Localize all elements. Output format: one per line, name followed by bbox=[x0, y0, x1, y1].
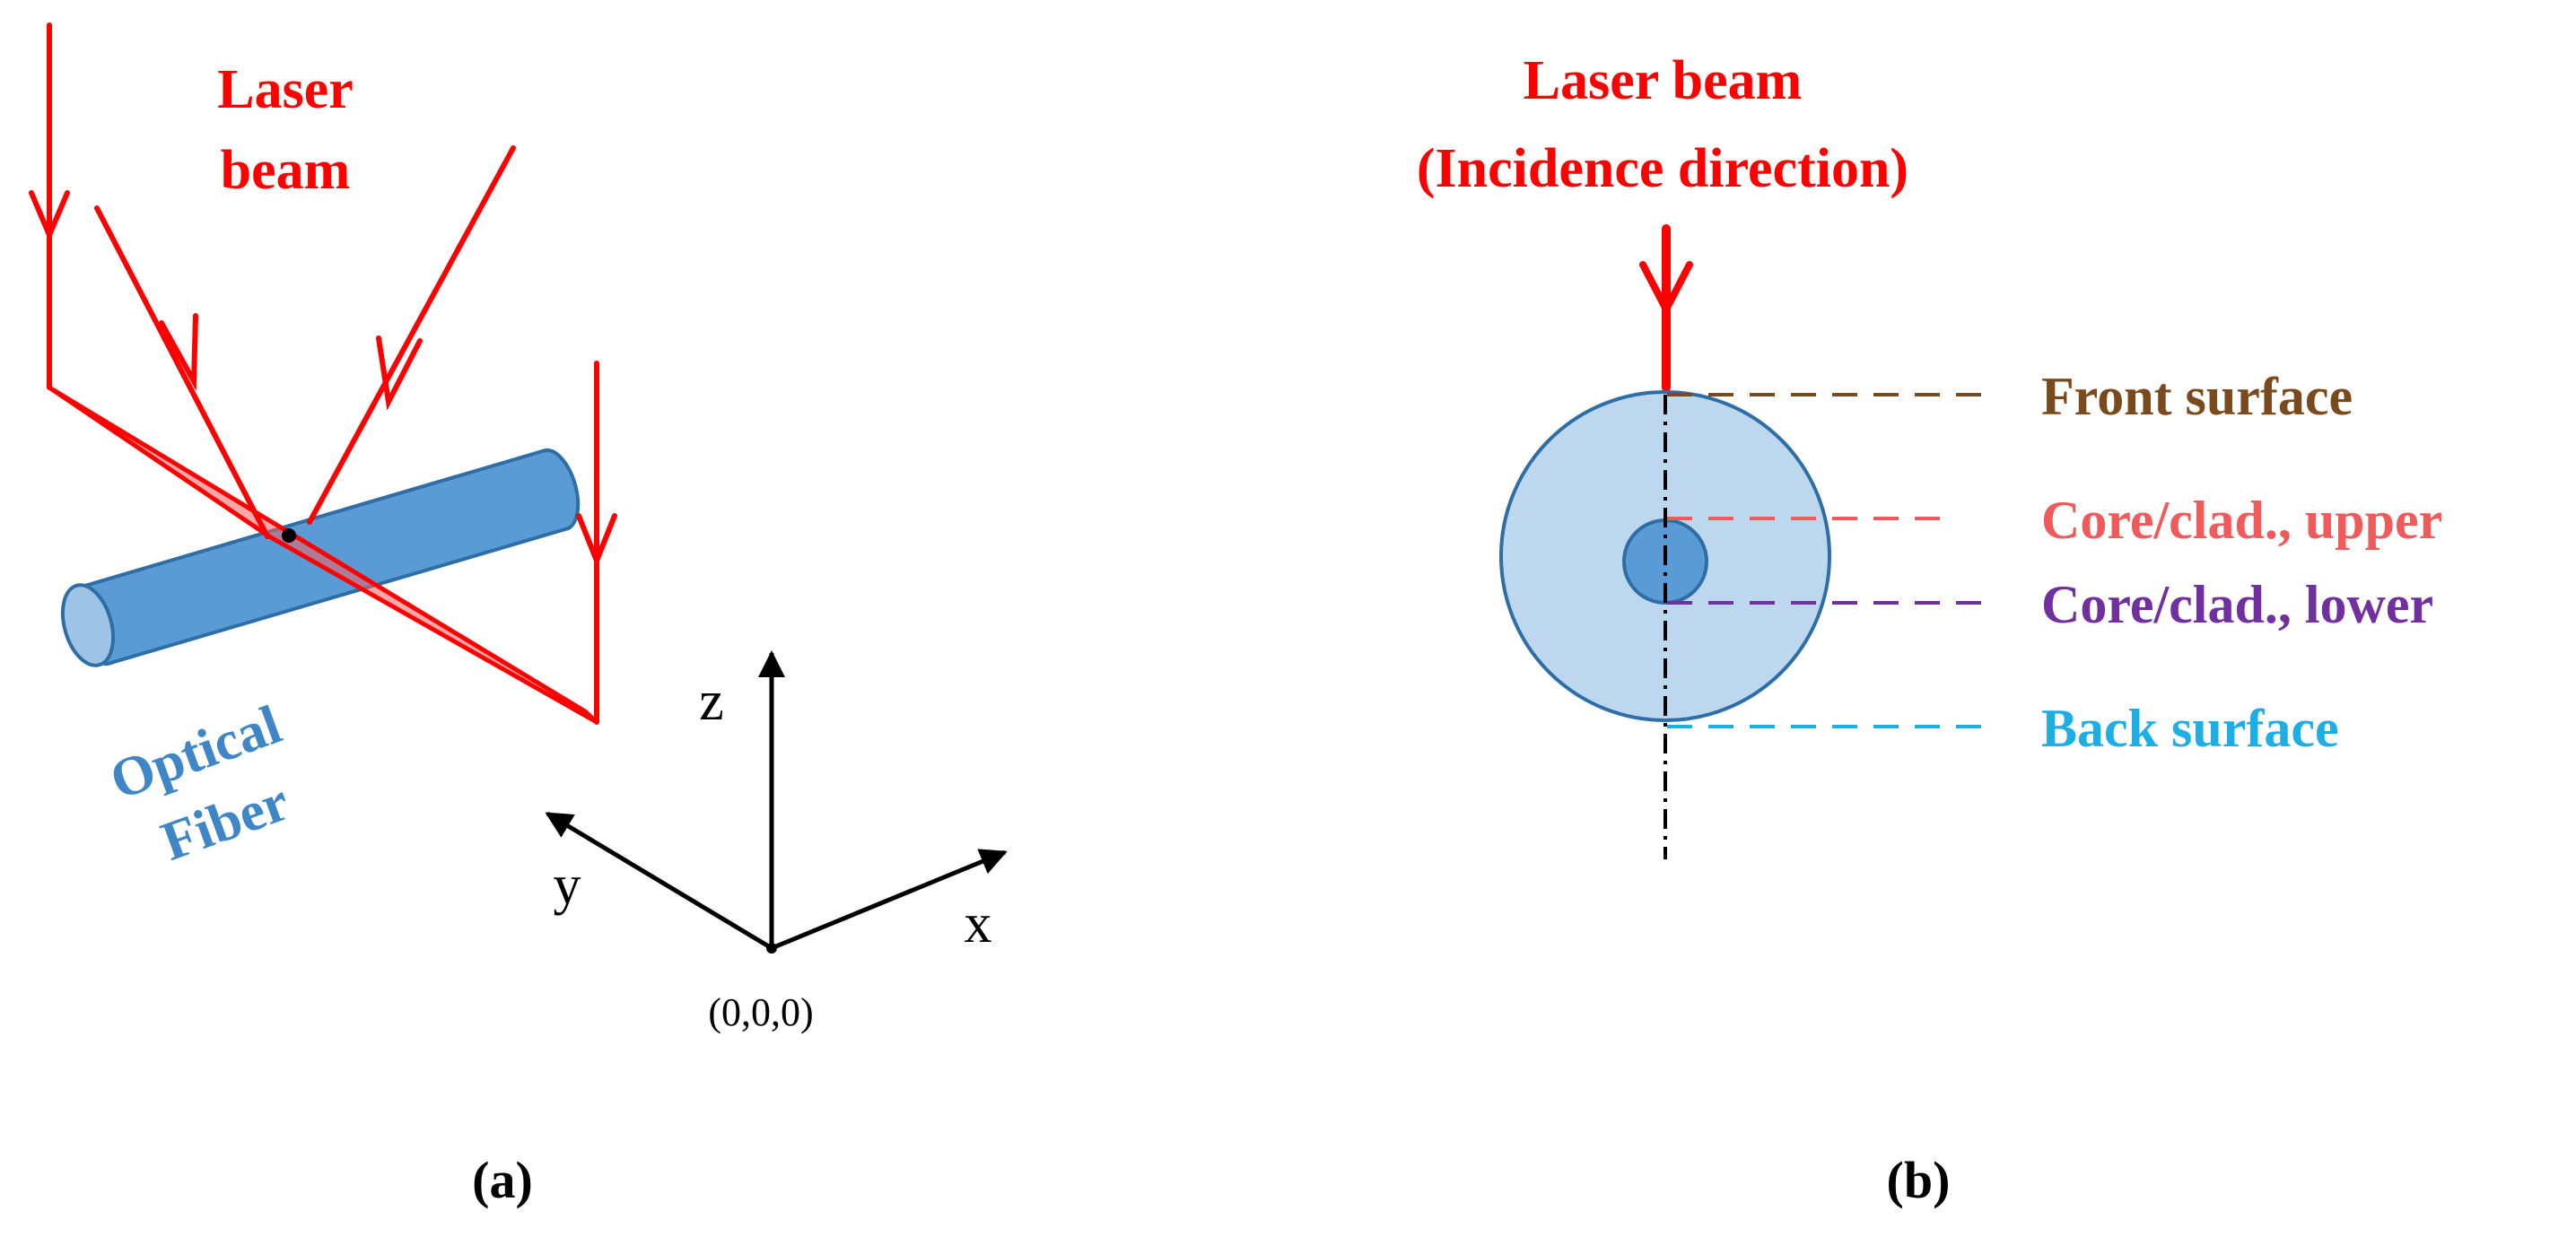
x-axis-label: x bbox=[965, 893, 992, 954]
laser-scan-plane bbox=[48, 385, 598, 725]
panel-a: Laser beam Optical Fiber z y x (0,0,0) (… bbox=[29, 22, 1008, 1209]
coordinate-axes bbox=[545, 650, 1008, 951]
core-upper-label: Core/clad., upper bbox=[2041, 491, 2442, 550]
front-surface-label: Front surface bbox=[2041, 367, 2353, 426]
origin-label: (0,0,0) bbox=[708, 990, 813, 1034]
z-axis-label: z bbox=[699, 671, 724, 732]
fiber-end-face bbox=[60, 583, 116, 667]
focal-point bbox=[282, 528, 296, 543]
caption-a: (a) bbox=[472, 1151, 533, 1209]
laser-beams bbox=[29, 22, 617, 725]
panel-b: Laser beam (Incidence direction) Front s… bbox=[1417, 50, 2442, 1209]
x-axis bbox=[771, 849, 1008, 951]
incident-beam bbox=[1639, 224, 1693, 392]
y-axis bbox=[545, 811, 773, 951]
core-lower-label: Core/clad., lower bbox=[2041, 575, 2433, 634]
back-surface-label: Back surface bbox=[2041, 699, 2339, 758]
laser-beam-label-line1: Laser bbox=[217, 59, 354, 120]
origin-point bbox=[766, 943, 777, 954]
laser-beam-label-line2: beam bbox=[221, 140, 351, 201]
y-axis-label: y bbox=[554, 855, 581, 916]
caption-b: (b) bbox=[1887, 1151, 1951, 1209]
incidence-label-line2: (Incidence direction) bbox=[1417, 138, 1908, 199]
incidence-label-line1: Laser beam bbox=[1524, 50, 1803, 111]
